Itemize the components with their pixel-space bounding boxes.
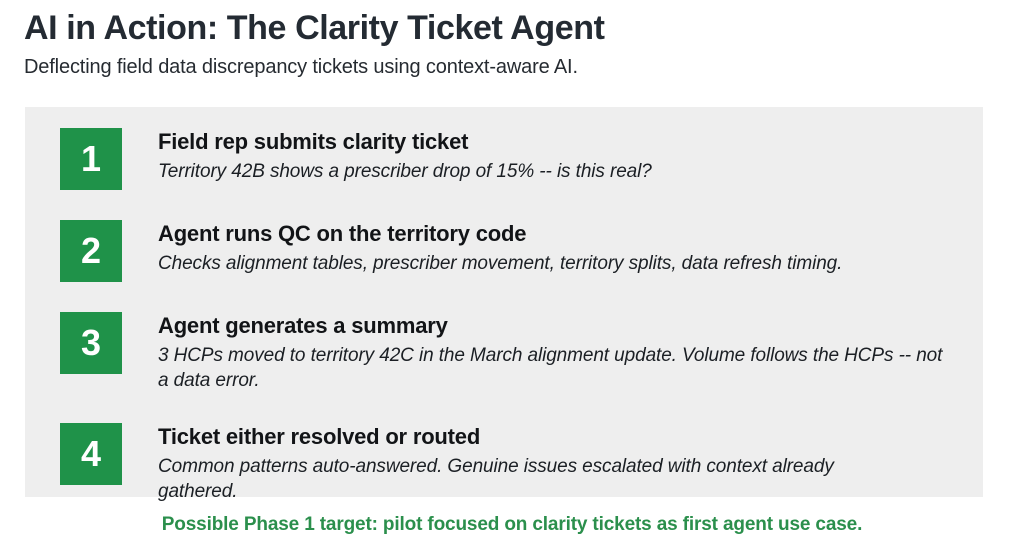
step-heading-4: Ticket either resolved or routed xyxy=(158,424,481,450)
step-description-4: Common patterns auto-answered. Genuine i… xyxy=(158,456,834,502)
step-body-1: Field rep submits clarity ticket Territo… xyxy=(158,128,965,185)
page-title: AI in Action: The Clarity Ticket Agent xyxy=(24,9,605,47)
step-item-1: 1 Field rep submits clarity ticket Terri… xyxy=(60,128,965,190)
step-item-4: 4 Ticket either resolved or routed Commo… xyxy=(60,423,965,504)
steps-panel: 1 Field rep submits clarity ticket Terri… xyxy=(25,107,983,502)
page-subtitle: Deflecting field data discrepancy ticket… xyxy=(24,56,578,79)
step-description-2: Checks alignment tables, prescriber move… xyxy=(158,252,843,274)
step-description-3: 3 HCPs moved to territory 42C in the Mar… xyxy=(158,344,943,391)
step-item-2: 2 Agent runs QC on the territory code Ch… xyxy=(60,220,965,282)
step-body-4: Ticket either resolved or routed Common … xyxy=(158,423,965,504)
step-number-badge-4: 4 xyxy=(60,423,122,486)
footer: Possible Phase 1 target: pilot focused o… xyxy=(0,513,1024,537)
footer-callout-text: Possible Phase 1 target: pilot focused o… xyxy=(161,514,863,535)
step-heading-2: Agent runs QC on the territory code xyxy=(158,221,527,246)
step-number-badge-1: 1 xyxy=(60,128,122,190)
steps-list: 1 Field rep submits clarity ticket Terri… xyxy=(60,128,965,505)
header: AI in Action: The Clarity Ticket Agent D… xyxy=(24,8,984,80)
step-heading-1: Field rep submits clarity ticket xyxy=(158,129,469,154)
step-body-3: Agent generates a summary 3 HCPs moved t… xyxy=(158,312,965,393)
step-item-3: 3 Agent generates a summary 3 HCPs moved… xyxy=(60,312,965,393)
step-body-2: Agent runs QC on the territory code Chec… xyxy=(158,220,965,277)
step-number-badge-2: 2 xyxy=(60,220,122,282)
step-description-1: Territory 42B shows a prescriber drop of… xyxy=(158,160,652,182)
step-number-badge-3: 3 xyxy=(60,312,122,374)
step-heading-3: Agent generates a summary xyxy=(158,313,448,338)
